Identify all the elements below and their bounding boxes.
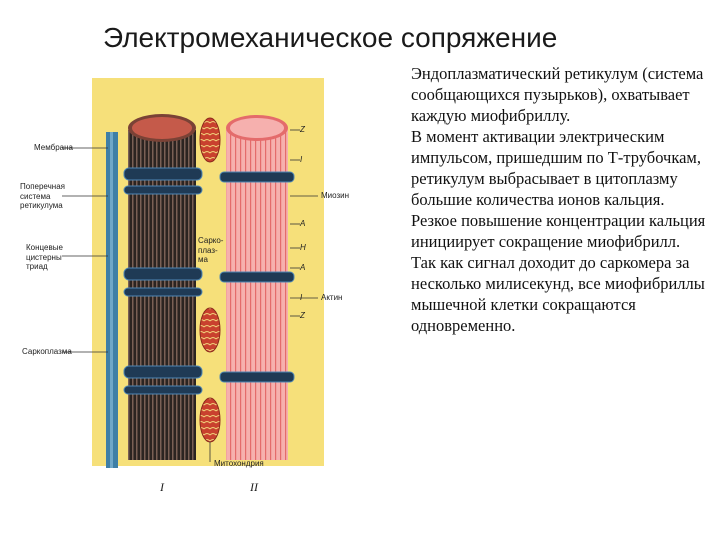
zone-letter-a: A — [300, 219, 306, 228]
paragraph-2: В момент активации электрическим импульс… — [411, 127, 701, 209]
illustration-svg — [62, 78, 324, 468]
label-actin: Актин — [321, 293, 343, 302]
label-sarcoplasm-center: Сарко- плаз- ма — [198, 236, 224, 264]
reticulum-bands-right — [219, 171, 295, 383]
pink-myofibril — [226, 130, 288, 460]
roman-label-2: II — [250, 480, 258, 494]
label-terminal-cisterns: Концевые цистерны триад — [26, 243, 63, 271]
label-mitochondria: Митохондрия — [214, 459, 264, 468]
mitochondria-group — [199, 117, 221, 443]
slide-title: Электромеханическое сопряжение — [103, 22, 558, 53]
zone-letter-i2: I — [300, 293, 303, 302]
slide-body-text: Эндоплазматический ретикулум (система со… — [411, 63, 711, 336]
label-membrane: Мембрана — [34, 143, 73, 152]
zone-letter-h: H — [300, 243, 306, 252]
roman-label-1: I — [160, 480, 164, 494]
paragraph-1: Эндоплазматический ретикулум (система со… — [411, 64, 704, 125]
zone-letter-z: Z — [300, 125, 305, 134]
paragraph-3: Резкое повышение концентрации кальция ин… — [411, 211, 706, 251]
muscle-fiber-illustration: Мембрана Поперечная система ретикулума К… — [20, 78, 350, 494]
zone-letter-i: I — [300, 155, 303, 164]
zone-letter-a2: A — [300, 263, 306, 272]
paragraph-4: Так как сигнал доходит до саркомера за н… — [411, 253, 705, 335]
label-transverse-system: Поперечная система ретикулума — [20, 182, 65, 210]
label-sarcoplasm-left: Саркоплазма — [22, 347, 72, 356]
label-myosin: Миозин — [321, 191, 350, 200]
zone-letter-z2: Z — [300, 311, 305, 320]
reticulum-bands-left — [123, 167, 203, 395]
